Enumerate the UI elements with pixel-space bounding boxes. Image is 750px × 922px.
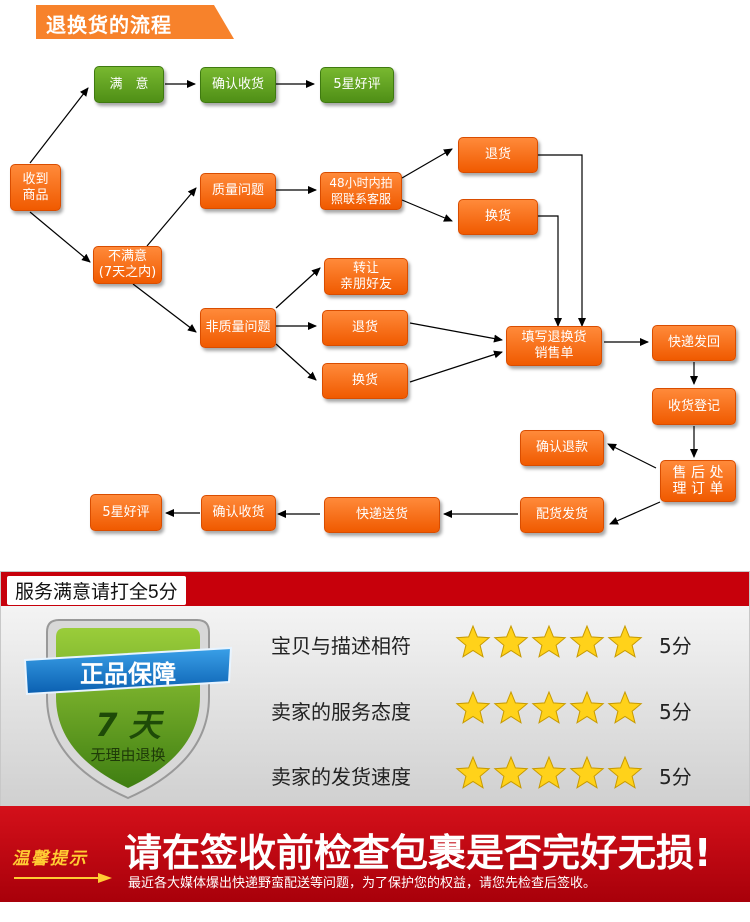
distribute-ship-box: 配货发货: [520, 497, 604, 533]
rating-score: 5分: [659, 700, 692, 724]
star-icon[interactable]: [531, 690, 567, 724]
satisfied-box: 满 意: [94, 66, 164, 103]
photo-contact-service-box: 48小时内拍 照联系客服: [320, 172, 402, 210]
section-title-tab: 退换货的流程: [36, 5, 234, 39]
star-icon[interactable]: [531, 624, 567, 658]
page-title: 退换货的流程: [46, 13, 172, 37]
exchange-mid-box: 换货: [322, 363, 408, 399]
five-star-bottom-box: 5星好评: [90, 494, 162, 531]
star-icon[interactable]: [531, 755, 567, 789]
shield-subtitle-text: 无理由退换: [90, 746, 165, 764]
star-icon[interactable]: [455, 624, 491, 658]
shield-top-text: 正品保障: [80, 660, 176, 688]
rating-section: 服务满意请打全5分 正品保障 7 天 无理由退换 宝贝与描述相符 5分 卖家的服…: [0, 571, 750, 811]
rating-label: 卖家的发货速度: [271, 765, 411, 789]
star-icon[interactable]: [493, 690, 529, 724]
notice-main-text: 请在签收前检查包裹是否完好无损!: [124, 831, 712, 875]
unsatisfied-box: 不满意 (7天之内): [93, 246, 162, 284]
confirm-refund-box: 确认退款: [520, 430, 604, 466]
star-icon[interactable]: [607, 755, 643, 789]
transfer-friend-box: 转让 亲朋好友: [324, 258, 408, 295]
return-process-flowchart: 退换货的流程: [10, 5, 736, 533]
express-return-box: 快递发回: [652, 325, 736, 361]
non-quality-issue-box: 非质量问题: [200, 308, 276, 348]
return-mid-box: 退货: [322, 310, 408, 346]
arrow-decoration-icon: [14, 873, 112, 883]
star-icon[interactable]: [569, 624, 605, 658]
express-deliver-box: 快递送货: [324, 497, 440, 533]
star-icon[interactable]: [455, 690, 491, 724]
star-icon[interactable]: [493, 624, 529, 658]
star-icon[interactable]: [569, 690, 605, 724]
rating-label: 卖家的服务态度: [271, 700, 411, 724]
rating-score: 5分: [659, 765, 692, 789]
rating-label: 宝贝与描述相符: [271, 634, 411, 658]
star-icon[interactable]: [493, 755, 529, 789]
return-top-box: 退货: [458, 137, 538, 173]
star-icon[interactable]: [607, 690, 643, 724]
exchange-top-box: 换货: [458, 199, 538, 235]
receive-register-box: 收货登记: [652, 388, 736, 425]
rating-row-service: 卖家的服务态度 5分: [271, 688, 711, 728]
after-sales-box: 售 后 处 理 订 单: [660, 460, 736, 502]
quality-issue-box: 质量问题: [200, 173, 276, 209]
confirm-receipt-top-box: 确认收货: [200, 67, 276, 103]
confirm-receipt-bottom-box: 确认收货: [201, 495, 276, 531]
notice-banner: 温馨提示 请在签收前检查包裹是否完好无损! 最近各大媒体爆出快递野蛮配送等问题，…: [0, 806, 750, 902]
rating-score: 5分: [659, 634, 692, 658]
star-rating[interactable]: [455, 622, 645, 662]
notice-sub-text: 最近各大媒体爆出快递野蛮配送等问题，为了保护您的权益，请您先检查后签收。: [128, 876, 597, 891]
star-icon[interactable]: [455, 755, 491, 789]
receive-goods-box: 收到 商品: [10, 164, 61, 211]
fill-return-form-box: 填写退换货 销售单: [506, 326, 602, 366]
flow-arrows: [29, 80, 698, 525]
star-icon[interactable]: [607, 624, 643, 658]
five-star-top-box: 5星好评: [320, 67, 394, 103]
rating-header-bar: 服务满意请打全5分: [1, 572, 749, 606]
star-rating[interactable]: [455, 753, 645, 793]
shield-days-text: 7 天: [95, 706, 164, 744]
star-rating[interactable]: [455, 688, 645, 728]
rating-row-shipping: 卖家的发货速度 5分: [271, 753, 711, 793]
title-tab-shape: [36, 5, 234, 39]
notice-tag: 温馨提示: [12, 849, 88, 869]
rating-row-description: 宝贝与描述相符 5分: [271, 622, 711, 662]
rating-header-label: 服务满意请打全5分: [7, 576, 186, 605]
guarantee-shield-icon: 正品保障 7 天 无理由退换: [23, 619, 233, 800]
star-icon[interactable]: [569, 755, 605, 789]
